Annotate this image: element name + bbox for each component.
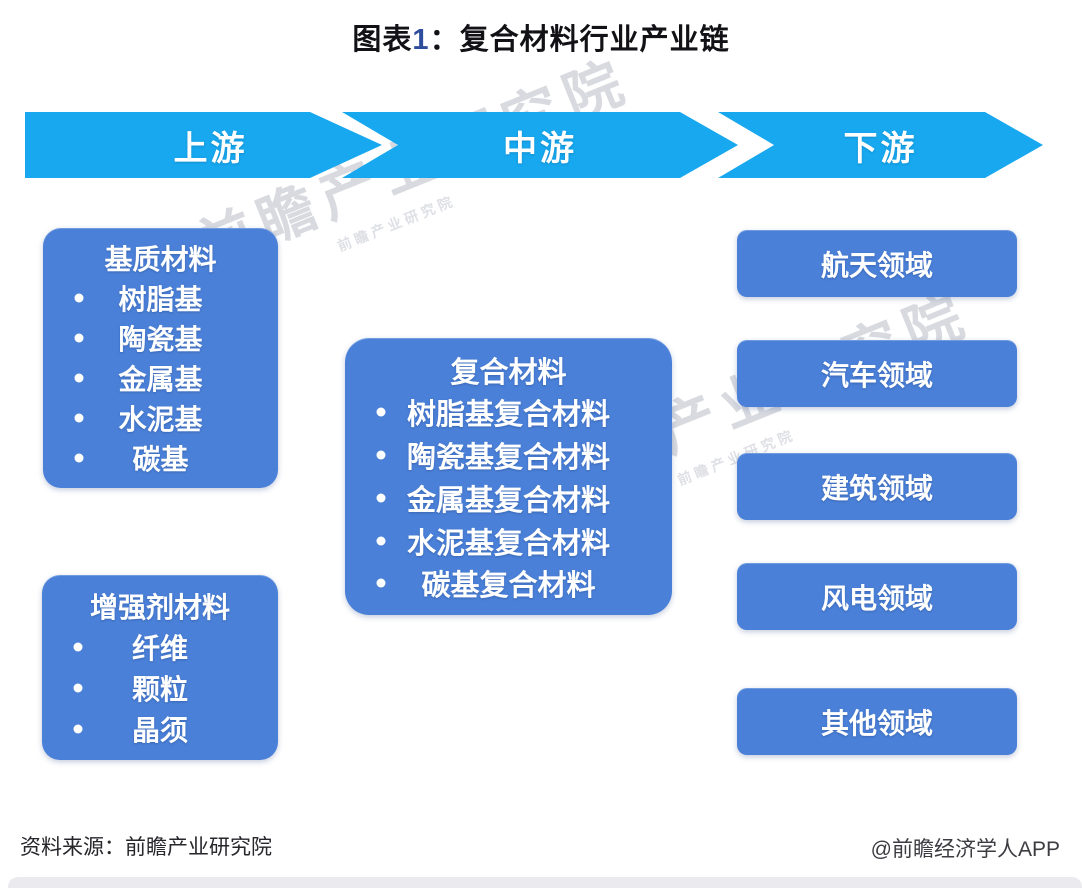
list-item-label: 纤维 bbox=[131, 633, 188, 664]
downstream-box-label: 汽车领域 bbox=[820, 359, 933, 391]
downstream-box-construction: 建筑领域 bbox=[737, 453, 1017, 520]
downstream-box-label: 航天领域 bbox=[820, 249, 933, 281]
bullet-icon bbox=[73, 724, 83, 734]
list-item: 晶须 bbox=[46, 709, 274, 749]
list-item-label: 颗粒 bbox=[131, 674, 188, 705]
list-item-label: 碳基 bbox=[132, 444, 189, 475]
list-item: 金属基复合材料 bbox=[349, 477, 668, 519]
stage-arrow-midstream: 中游 bbox=[342, 112, 738, 178]
list-item-label: 陶瓷基复合材料 bbox=[406, 442, 610, 475]
upstream-reinforcement-box: 增强剂材料 纤维 颗粒 晶须 bbox=[42, 575, 278, 760]
list-item-label: 树脂基复合材料 bbox=[406, 399, 610, 432]
title-number: 1 bbox=[412, 24, 430, 56]
page-title: 图表1：复合材料行业产业链 bbox=[0, 16, 1082, 58]
list-item: 金属基 bbox=[47, 358, 274, 398]
list-item: 碳基 bbox=[47, 438, 274, 478]
bullet-icon bbox=[376, 578, 386, 588]
bullet-icon bbox=[376, 536, 386, 546]
downstream-box-label: 建筑领域 bbox=[820, 472, 933, 504]
list-item: 树脂基复合材料 bbox=[349, 391, 668, 433]
upstream-matrix-box: 基质材料 树脂基 陶瓷基 金属基 水泥基 碳基 bbox=[43, 228, 278, 488]
list-item: 陶瓷基复合材料 bbox=[349, 434, 668, 476]
list-item: 水泥基 bbox=[47, 398, 274, 438]
list-item: 树脂基 bbox=[47, 278, 274, 318]
downstream-box-label: 风电领域 bbox=[820, 582, 933, 614]
box-title: 增强剂材料 bbox=[89, 592, 230, 623]
box-title: 复合材料 bbox=[450, 356, 567, 389]
bullet-icon bbox=[73, 642, 83, 652]
bullet-icon bbox=[73, 683, 83, 693]
downstream-box-automotive: 汽车领域 bbox=[737, 340, 1017, 407]
midstream-composite-box: 复合材料 树脂基复合材料 陶瓷基复合材料 金属基复合材料 水泥基复合材料 碳基复… bbox=[345, 338, 672, 615]
source-note: 资料来源：前瞻产业研究院 bbox=[20, 836, 272, 859]
bullet-icon bbox=[376, 493, 386, 503]
bullet-icon bbox=[74, 293, 84, 303]
downstream-box-other: 其他领域 bbox=[737, 688, 1017, 755]
bottom-edge-bar bbox=[8, 877, 1082, 888]
stage-label-downstream: 下游 bbox=[843, 129, 918, 168]
stage-arrow-downstream: 下游 bbox=[718, 112, 1043, 178]
title-text: 复合材料行业产业链 bbox=[459, 24, 730, 56]
bullet-icon bbox=[74, 333, 84, 343]
downstream-box-windpower: 风电领域 bbox=[737, 563, 1017, 630]
title-prefix: 图表 bbox=[352, 24, 413, 56]
box-title: 基质材料 bbox=[104, 244, 217, 275]
list-item: 碳基复合材料 bbox=[349, 562, 668, 604]
list-item: 陶瓷基 bbox=[47, 318, 274, 358]
downstream-box-aerospace: 航天领域 bbox=[737, 230, 1017, 297]
list-item-label: 陶瓷基 bbox=[118, 324, 203, 355]
list-item-label: 水泥基复合材料 bbox=[406, 527, 610, 560]
stage-label-midstream: 中游 bbox=[503, 129, 577, 168]
bullet-icon bbox=[74, 373, 84, 383]
stage-arrow-upstream: 上游 bbox=[25, 112, 382, 178]
bullet-icon bbox=[376, 450, 386, 460]
list-item-label: 树脂基 bbox=[118, 284, 203, 315]
title-colon: ： bbox=[429, 24, 460, 56]
list-item: 纤维 bbox=[46, 627, 274, 667]
list-item-label: 金属基复合材料 bbox=[406, 484, 610, 517]
list-item-label: 水泥基 bbox=[118, 404, 203, 435]
credit-note: @前瞻经济学人APP bbox=[870, 838, 1060, 861]
downstream-box-label: 其他领域 bbox=[820, 707, 933, 739]
list-item: 水泥基复合材料 bbox=[349, 520, 668, 562]
bullet-icon bbox=[74, 453, 84, 463]
list-item-label: 金属基 bbox=[118, 364, 203, 395]
bullet-icon bbox=[376, 407, 386, 417]
bullet-icon bbox=[74, 413, 84, 423]
list-item-label: 晶须 bbox=[131, 715, 188, 746]
stage-label-upstream: 上游 bbox=[173, 129, 248, 168]
list-item-label: 碳基复合材料 bbox=[421, 570, 596, 603]
list-item: 颗粒 bbox=[46, 668, 274, 708]
